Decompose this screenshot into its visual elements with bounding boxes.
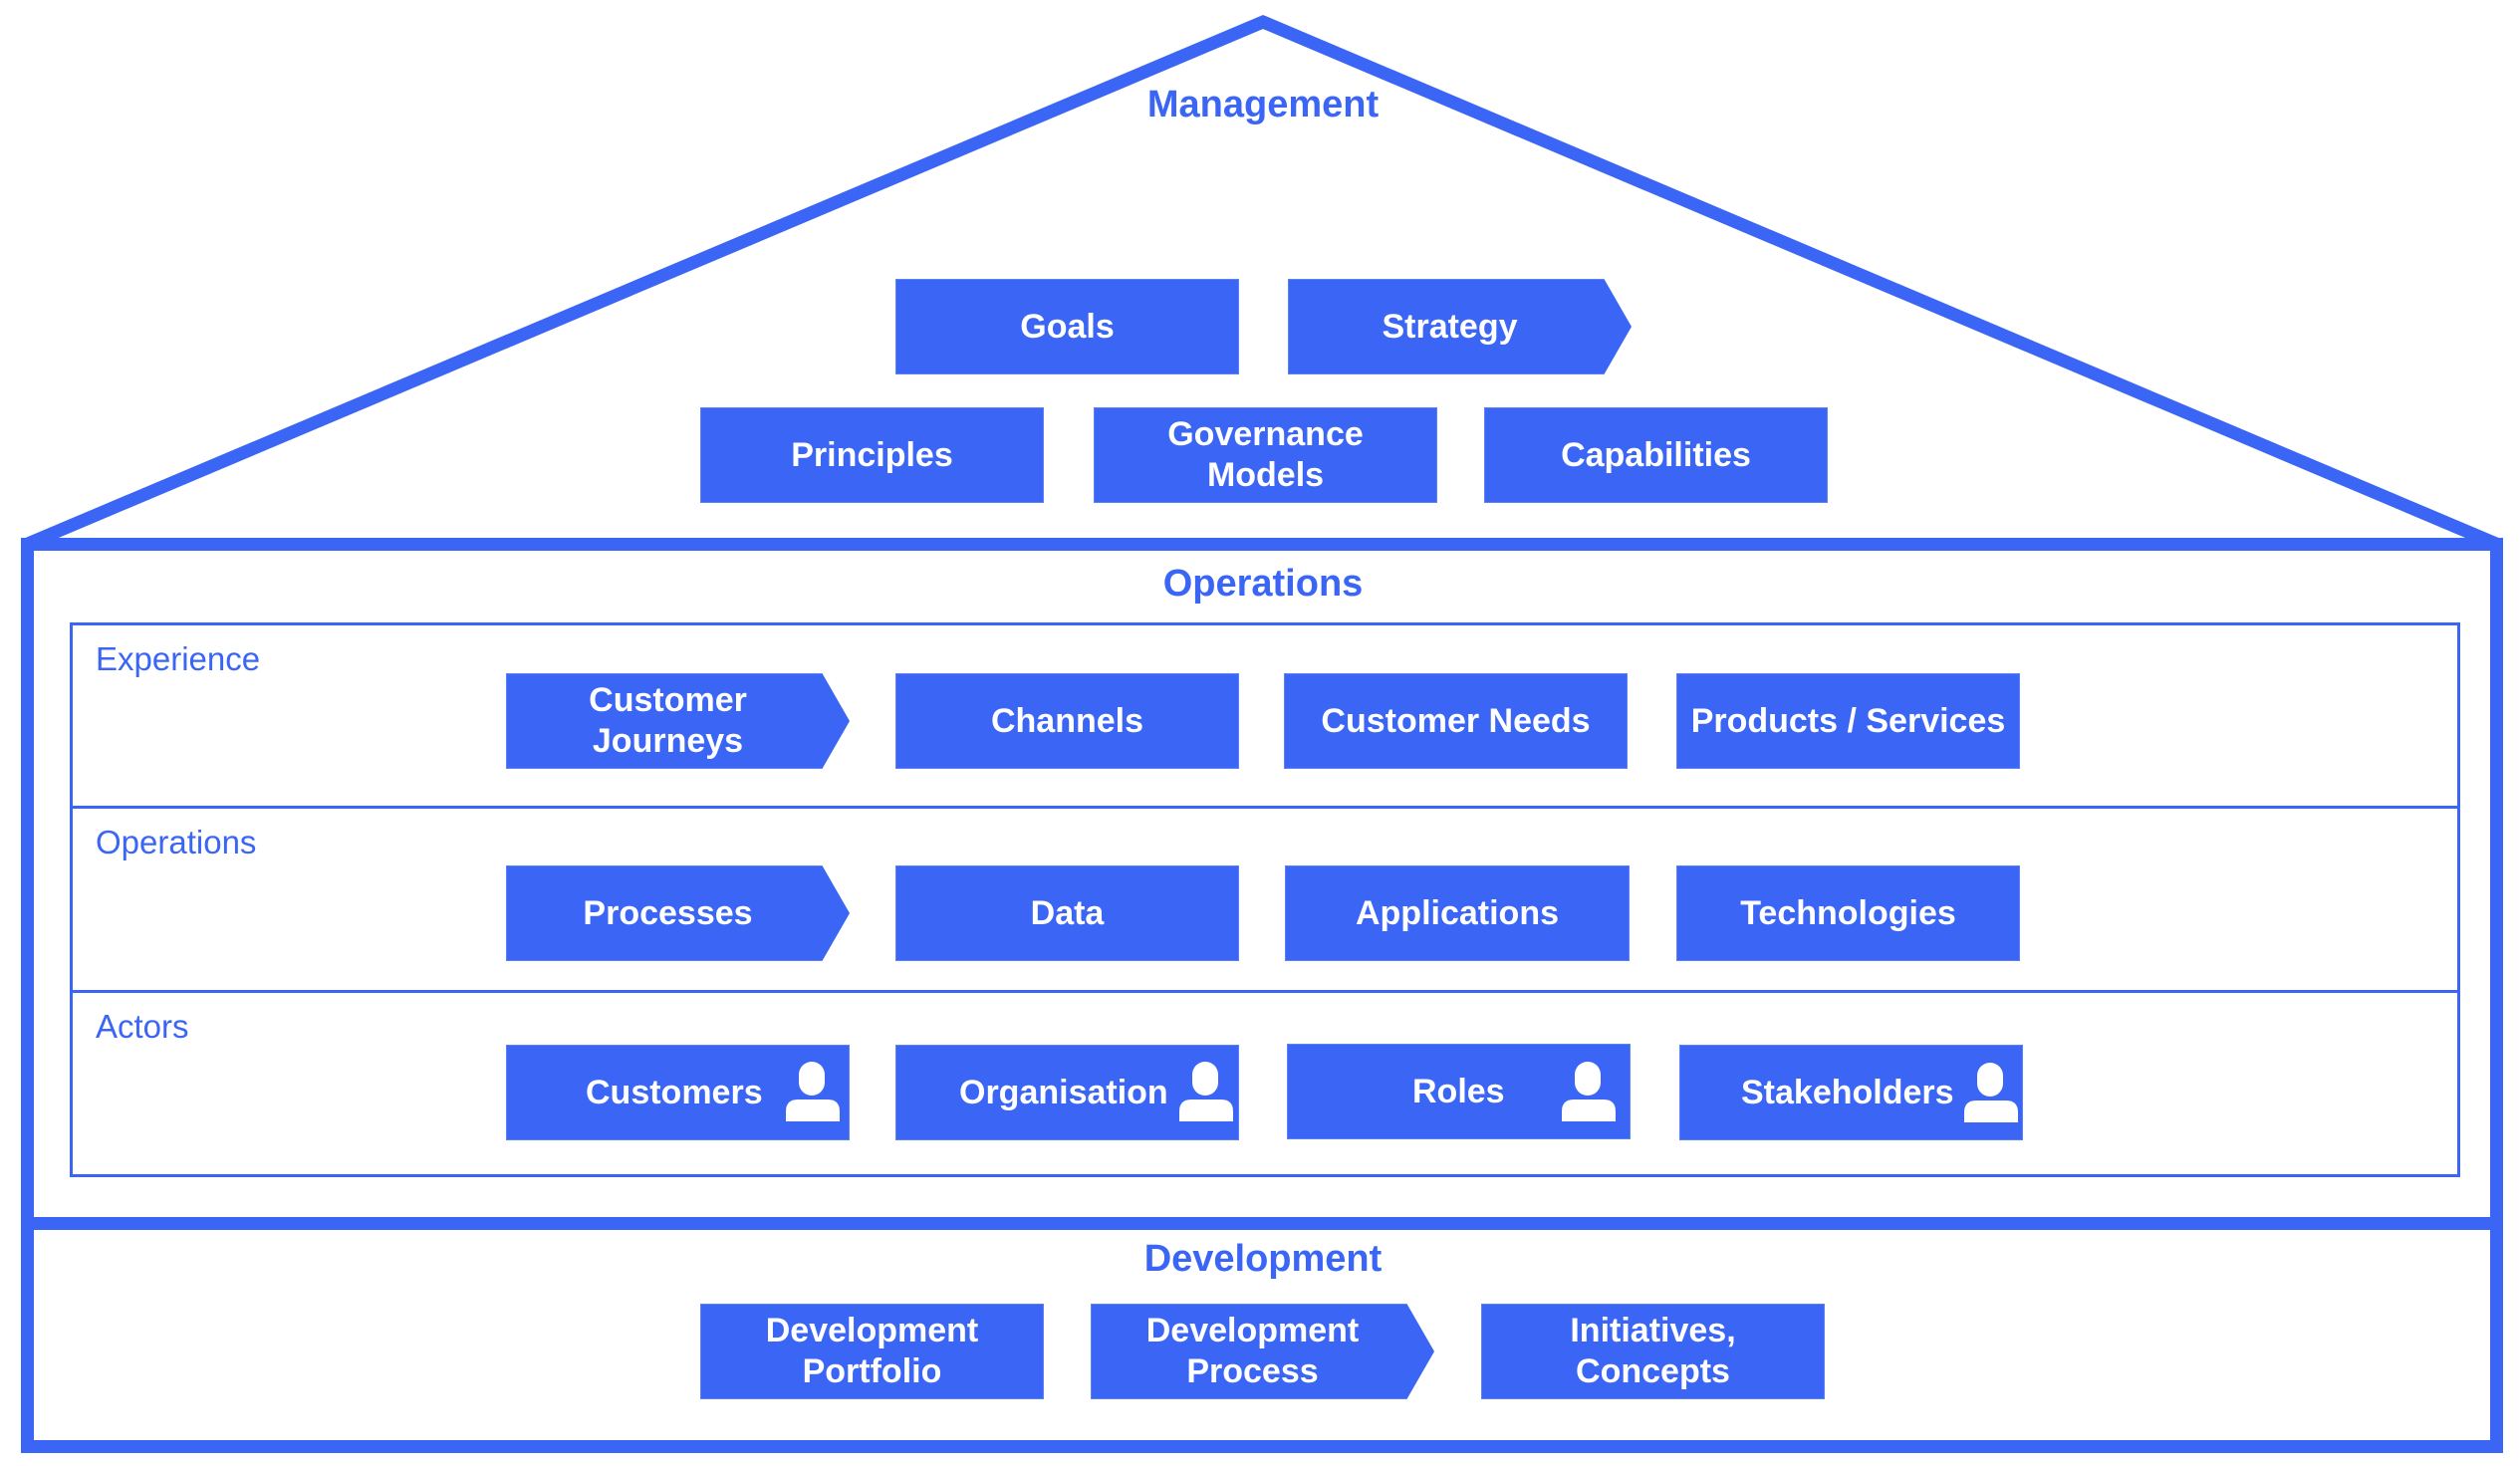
- operations-item-processes[interactable]: Processes: [506, 865, 850, 961]
- actor-item-organisation[interactable]: Organisation: [895, 1045, 1239, 1140]
- operations-item-technologies[interactable]: Technologies: [1676, 865, 2020, 961]
- person-icon: [786, 1062, 840, 1121]
- operations-item-applications[interactable]: Applications: [1285, 865, 1630, 961]
- experience-item-customer-journeys[interactable]: Customer Journeys: [506, 673, 850, 769]
- box-label: Strategy: [1382, 307, 1518, 346]
- box-label: Governance Models: [1167, 415, 1364, 494]
- management-item-capabilities[interactable]: Capabilities: [1484, 407, 1828, 503]
- development-item-initiatives-concepts[interactable]: Initiatives, Concepts: [1481, 1304, 1825, 1399]
- actor-item-roles[interactable]: Roles: [1287, 1044, 1631, 1139]
- management-item-strategy[interactable]: Strategy: [1288, 279, 1632, 374]
- development-frame: [21, 1217, 2503, 1453]
- actor-item-stakeholders[interactable]: Stakeholders: [1679, 1045, 2023, 1140]
- row-divider: [70, 990, 2460, 993]
- roof-outline: [25, 14, 2499, 550]
- person-icon: [1964, 1063, 2018, 1122]
- management-item-principles[interactable]: Principles: [700, 407, 1044, 503]
- person-icon: [1562, 1062, 1616, 1121]
- box-label: Processes: [583, 893, 753, 932]
- experience-item-products-services[interactable]: Products / Services: [1676, 673, 2020, 769]
- box-label: Stakeholders: [1741, 1073, 1954, 1111]
- box-label: Data: [1030, 893, 1105, 932]
- person-icon: [1179, 1062, 1233, 1121]
- row-divider: [70, 806, 2460, 809]
- box-label: Capabilities: [1561, 435, 1751, 474]
- box-label: Products / Services: [1690, 701, 2006, 740]
- box-label: Customer Journeys: [589, 681, 747, 760]
- operations-item-data[interactable]: Data: [895, 865, 1239, 961]
- development-item-portfolio[interactable]: Development Portfolio: [700, 1304, 1044, 1399]
- box-label: Channels: [990, 701, 1144, 740]
- box-label: Principles: [791, 435, 953, 474]
- box-label: Customer Needs: [1321, 701, 1591, 740]
- management-item-governance-models[interactable]: Governance Models: [1094, 407, 1437, 503]
- box-label: Roles: [1412, 1072, 1505, 1110]
- roof-line: [25, 14, 2499, 550]
- box-label: Goals: [1020, 307, 1115, 346]
- box-label: Organisation: [959, 1073, 1168, 1111]
- operations-title: Operations: [1162, 563, 1364, 605]
- management-item-goals[interactable]: Goals: [895, 279, 1239, 374]
- development-title: Development: [1143, 1238, 1383, 1280]
- row-label-experience: Experience: [96, 640, 261, 677]
- experience-item-customer-needs[interactable]: Customer Needs: [1284, 673, 1628, 769]
- box-label: Development Portfolio: [765, 1312, 979, 1390]
- box-label: Technologies: [1740, 893, 1956, 932]
- row-label-actors: Actors: [96, 1008, 189, 1045]
- box-label: Customers: [586, 1073, 763, 1111]
- management-title: Management: [1146, 84, 1380, 125]
- box-label: Initiatives, Concepts: [1570, 1312, 1736, 1390]
- box-label: Development Process: [1145, 1312, 1360, 1390]
- operations-panel: [70, 622, 2460, 1177]
- box-label: Applications: [1355, 893, 1560, 932]
- experience-item-channels[interactable]: Channels: [895, 673, 1239, 769]
- actor-item-customers[interactable]: Customers: [506, 1045, 850, 1140]
- development-item-process[interactable]: Development Process: [1091, 1304, 1434, 1399]
- row-label-operations: Operations: [96, 824, 257, 860]
